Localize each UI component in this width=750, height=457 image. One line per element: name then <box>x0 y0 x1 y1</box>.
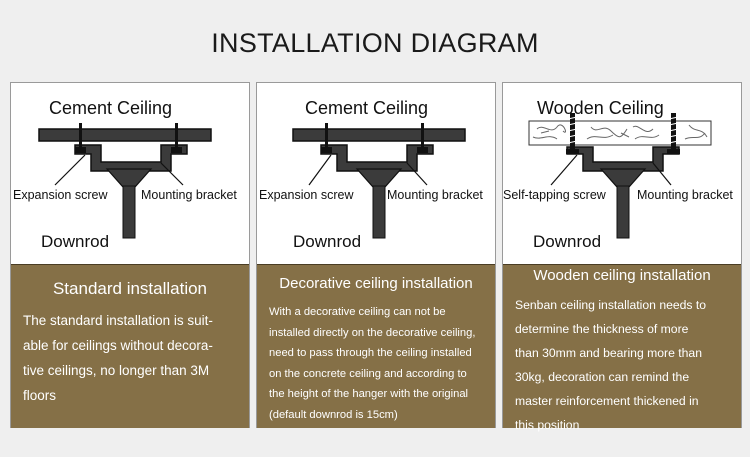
canopy <box>599 168 647 188</box>
pointer-screw <box>550 154 578 186</box>
box-line: than 30mm and bearing more than <box>515 346 702 360</box>
box-title: Standard installation <box>52 279 208 298</box>
box-line: on the concrete ceiling and according to <box>269 367 467 380</box>
diagram-standard: Cement Ceiling Expansion screw Mounting … <box>11 83 249 263</box>
bracket-label: Mounting bracket <box>387 188 483 202</box>
mounting-bracket <box>74 144 188 172</box>
bracket-label: Mounting bracket <box>141 188 237 202</box>
description-box: Decorative ceiling installation With a d… <box>257 264 495 428</box>
canopy <box>355 168 403 188</box>
downrod-label: Downrod <box>293 232 361 251</box>
pointer-bracket <box>160 162 184 186</box>
box-line: determine the thickness of more <box>515 322 689 336</box>
box-line: The standard installation is suit- <box>23 313 213 328</box>
box-line: (default downrod is 15cm) <box>269 408 398 421</box>
ceiling-slab <box>292 128 466 142</box>
box-line: need to pass through the ceiling install… <box>269 347 472 360</box>
panel-standard-installation: Cement Ceiling Expansion screw Mounting … <box>10 82 250 428</box>
box-title: Decorative ceiling installation <box>279 275 473 292</box>
ceiling-slab <box>38 128 212 142</box>
ceiling-label: Wooden Ceiling <box>537 98 664 118</box>
box-line: With a decorative ceiling can not be <box>269 306 446 318</box>
pointer-screw <box>54 154 86 186</box>
pointer-bracket <box>406 162 428 186</box>
box-body: The standard installation is suit- able … <box>23 308 243 408</box>
page-title: INSTALLATION DIAGRAM <box>211 28 539 58</box>
screw-left <box>566 113 579 154</box>
screw-right <box>421 123 424 149</box>
mounting-bracket <box>566 146 680 172</box>
ceiling-label: Cement Ceiling <box>305 98 428 118</box>
bracket-label: Mounting bracket <box>637 188 733 202</box>
box-line: the height of the hanger with the origin… <box>269 388 469 401</box>
diagram-decorative: Cement Ceiling Expansion screw Mounting … <box>257 83 495 263</box>
box-title: Wooden ceiling installation <box>533 267 711 284</box>
screw-left <box>325 123 328 149</box>
screw-label: Expansion screw <box>13 188 108 202</box>
screw-label: Self-tapping screw <box>503 188 607 202</box>
box-line: floors <box>23 388 57 403</box>
description-box: Standard installation The standard insta… <box>11 264 249 428</box>
downrod <box>372 185 386 239</box>
canopy <box>105 168 153 188</box>
box-line: master reinforcement thickened in <box>515 394 699 408</box>
screw-right <box>667 113 680 154</box>
box-body: With a decorative ceiling can not be ins… <box>269 302 489 426</box>
diagram-wooden: Wooden Ceiling <box>503 83 741 263</box>
box-body: Senban ceiling installation needs to det… <box>515 293 735 437</box>
screw-right <box>175 123 178 149</box>
downrod <box>616 185 630 239</box>
screw-left <box>79 123 82 149</box>
downrod-label: Downrod <box>41 232 109 251</box>
box-line: this position <box>515 418 580 432</box>
box-line: Senban ceiling installation needs to <box>515 298 707 312</box>
wood-grain <box>532 124 708 140</box>
wood-board <box>528 120 712 146</box>
box-line: able for ceilings without decora- <box>23 338 213 353</box>
screw-label: Expansion screw <box>259 188 354 202</box>
panel-wooden-installation: Wooden Ceiling <box>502 82 742 432</box>
box-line: 30kg, decoration can remind the <box>515 370 690 384</box>
box-line: tive ceilings, no longer than 3M <box>23 363 210 378</box>
ceiling-label: Cement Ceiling <box>49 98 172 118</box>
pointer-screw <box>308 154 332 186</box>
downrod-label: Downrod <box>533 232 601 251</box>
pointer-bracket <box>652 162 672 186</box>
description-box: Wooden ceiling installation Senban ceili… <box>503 264 741 432</box>
mounting-bracket <box>320 144 434 172</box>
downrod <box>122 185 136 239</box>
box-line: installed directly on the decorative cei… <box>269 326 476 339</box>
panel-decorative-installation: Cement Ceiling Expansion screw Mounting … <box>256 82 496 428</box>
